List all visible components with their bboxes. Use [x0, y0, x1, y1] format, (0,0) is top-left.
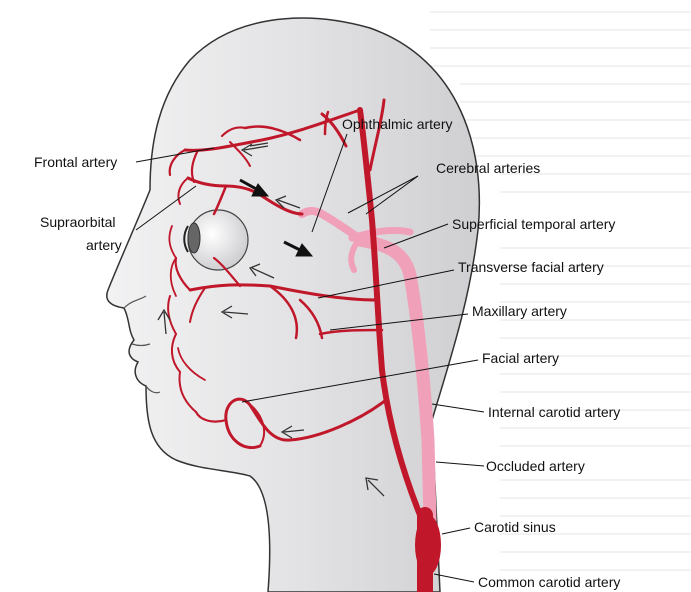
leader-frontal — [135, 147, 215, 163]
leader-superficial-temporal — [383, 223, 449, 249]
direct-flow-arrows — [239, 178, 314, 257]
leader-ophthalmic — [311, 133, 348, 233]
leader-facial — [241, 359, 479, 403]
label-carotid-sinus: Carotid sinus — [474, 519, 556, 535]
label-facial-artery: Facial artery — [482, 350, 560, 366]
collateral-flow-arrows — [157, 142, 385, 497]
leader-transverse-facial — [317, 269, 455, 299]
label-supraorbital-line1: Supraorbital — [40, 214, 116, 230]
eyeball — [183, 209, 249, 271]
label-common-carotid-artery: Common carotid artery — [478, 574, 621, 590]
head-silhouette — [106, 17, 481, 592]
nose-outline — [123, 295, 147, 309]
label-supraorbital-line2: artery — [86, 237, 122, 253]
mouth-outline — [131, 343, 151, 347]
leader-cerebral-2 — [365, 175, 419, 215]
label-occluded-artery: Occluded artery — [486, 458, 585, 474]
label-frontal-artery: Frontal artery — [34, 154, 118, 170]
leader-maxillary — [329, 313, 469, 331]
leader-lines — [135, 133, 485, 583]
label-transverse-facial-artery: Transverse facial artery — [458, 259, 604, 275]
flow-arrow — [280, 425, 305, 439]
leader-occluded — [435, 461, 485, 467]
flow-arrow — [248, 263, 275, 279]
label-ophthalmic-artery: Ophthalmic artery — [342, 116, 453, 132]
flow-arrow — [365, 477, 385, 497]
flow-arrow — [157, 308, 171, 335]
flow-arrow — [240, 142, 269, 157]
external-carotid — [357, 107, 423, 518]
flow-arrow — [274, 195, 301, 209]
background-page-texture — [430, 11, 691, 571]
leader-cerebral-1 — [347, 175, 419, 214]
label-superficial-temporal-artery: Superficial temporal artery — [452, 216, 616, 232]
chin-outline — [145, 385, 161, 394]
carotid-sinus-bulb — [415, 515, 441, 575]
leader-supraorbital — [135, 185, 197, 231]
leader-common-carotid — [433, 573, 475, 583]
label-internal-carotid-artery: Internal carotid artery — [488, 404, 621, 420]
leader-carotid-sinus — [441, 527, 471, 535]
flow-arrow — [220, 305, 249, 319]
leader-internal-carotid — [431, 403, 485, 413]
label-cerebral-arteries: Cerebral arteries — [436, 160, 541, 176]
label-maxillary-artery: Maxillary artery — [472, 303, 567, 319]
